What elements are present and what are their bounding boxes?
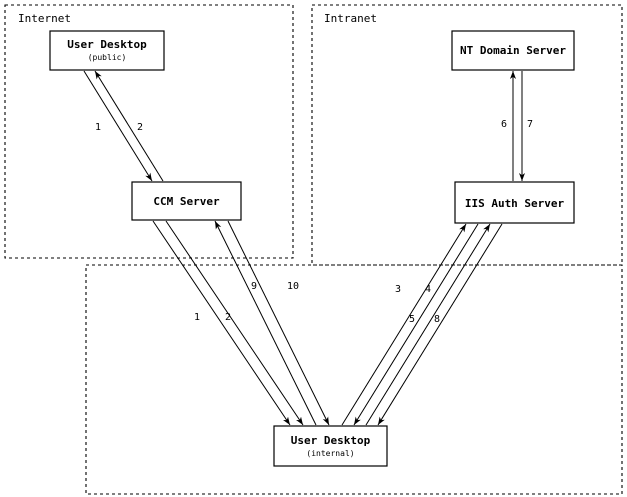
flow-arrow-2-ccm-server-to-user-desktop-internal	[165, 220, 304, 426]
flow-arrow-1-user-desktop-public-to-ccm-server	[83, 70, 153, 182]
zone-label-intranet: Intranet	[324, 12, 377, 25]
zone-internal-lan	[85, 264, 623, 495]
flow-arrow-4-iis-auth-server-to-user-desktop-internal	[353, 223, 479, 426]
flow-step-label: 2	[225, 312, 231, 323]
node-box-ccm-server[interactable]	[131, 181, 242, 221]
node-nt-domain-server[interactable]: NT Domain Server	[451, 30, 575, 71]
node-title-user-desktop-internal: User Desktop	[291, 434, 371, 447]
flow-arrow-5-user-desktop-internal-to-iis-auth-server	[365, 223, 491, 426]
flow-step-label: 6	[501, 119, 507, 130]
node-subtitle-user-desktop-internal: (internal)	[306, 449, 354, 458]
node-subtitle-user-desktop-public: (public)	[88, 53, 127, 62]
flow-arrow-1-ccm-server-to-user-desktop-internal	[152, 220, 291, 426]
zone-intranet: Intranet	[311, 4, 623, 266]
flow-arrow-8-iis-auth-server-to-user-desktop-internal	[377, 223, 503, 426]
flow-step-label: 4	[425, 284, 431, 295]
node-user-desktop-internal[interactable]: User Desktop (internal)	[273, 425, 388, 467]
flow-step-label: 5	[409, 314, 415, 325]
flow-step-label: 1	[95, 122, 101, 133]
flow-step-label: 7	[527, 119, 533, 130]
zone-label-internet: Internet	[18, 12, 71, 25]
node-box-user-desktop-public[interactable]	[49, 30, 165, 71]
flow-step-label: 9	[251, 281, 257, 292]
flow-step-label: 1	[194, 312, 200, 323]
node-title-nt-domain-server: NT Domain Server	[460, 44, 566, 57]
zone-border-internet	[4, 4, 294, 259]
flow-arrow-10-ccm-server-to-user-desktop-internal	[227, 220, 330, 426]
flow-step-label: 10	[287, 281, 299, 292]
node-ccm-server[interactable]: CCM Server	[131, 181, 242, 221]
zones-layer: Internet Intranet	[4, 4, 623, 495]
flows-layer	[83, 70, 525, 426]
nodes-layer: User Desktop (public) CCM Server NT Domain …	[49, 30, 575, 467]
node-user-desktop-public[interactable]: User Desktop (public)	[49, 30, 165, 71]
node-iis-auth-server[interactable]: IIS Auth Server	[454, 181, 575, 224]
zone-border-intranet	[311, 4, 623, 266]
flow-arrow-9-user-desktop-internal-to-ccm-server	[214, 220, 317, 426]
zone-internet: Internet	[4, 4, 294, 259]
flow-step-label: 8	[434, 314, 440, 325]
flow-arrow-3-user-desktop-internal-to-iis-auth-server	[341, 223, 467, 426]
node-box-user-desktop-internal[interactable]	[273, 425, 388, 467]
node-title-ccm-server: CCM Server	[153, 195, 220, 208]
node-box-iis-auth-server[interactable]	[454, 181, 575, 224]
flow-step-label: 3	[395, 284, 401, 295]
zone-border-internal-lan	[85, 264, 623, 495]
node-title-iis-auth-server: IIS Auth Server	[465, 197, 565, 210]
node-box-nt-domain-server[interactable]	[451, 30, 575, 71]
node-title-user-desktop-public: User Desktop	[67, 38, 147, 51]
flow-step-label: 2	[137, 122, 143, 133]
flow-arrow-2-ccm-server-to-user-desktop-public	[94, 70, 164, 182]
flow-labels-layer: 1 2 1 2 9 10 3 4 5 8 6 7	[95, 119, 533, 325]
